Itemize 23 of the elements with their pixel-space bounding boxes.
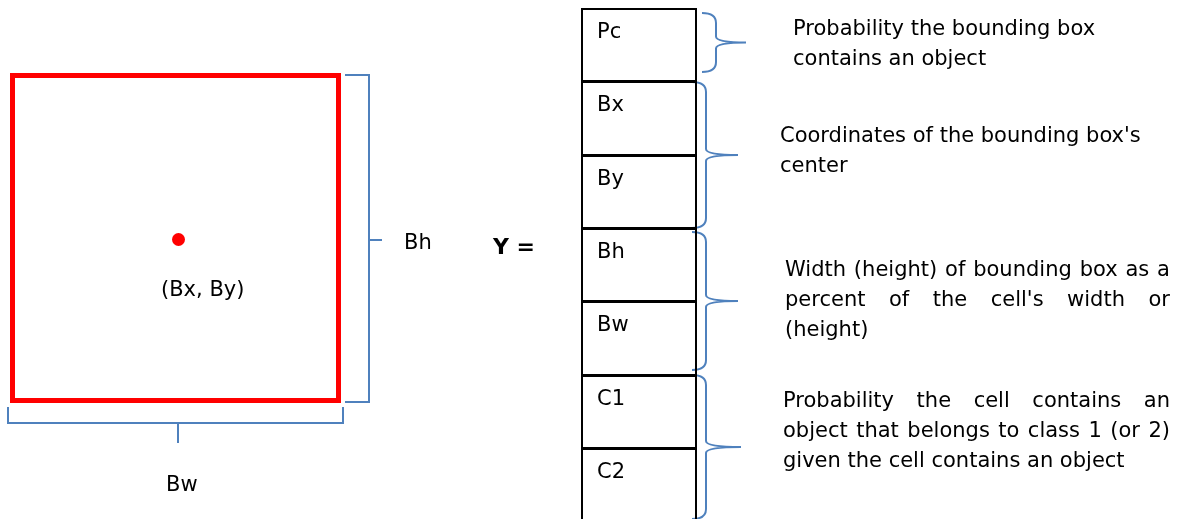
- description-text: Probability the bounding box contains an object: [793, 15, 1097, 72]
- bounding-box: [10, 73, 341, 403]
- vector-cell: [581, 448, 697, 519]
- description-text: Probability the cell contains an object that belongs to class 1 (or 2) given the cell contains an object: [783, 387, 1170, 474]
- cell-label: Bw: [597, 311, 629, 338]
- vector-cell: [581, 8, 697, 82]
- vector-label: Y =: [493, 233, 537, 261]
- cell-label: Bh: [597, 238, 625, 265]
- cell-label: C1: [597, 385, 626, 412]
- cell-label: C2: [597, 458, 626, 485]
- vector-cell: [581, 375, 697, 449]
- description-text: Coordinates of the bounding box's center: [780, 122, 1142, 179]
- vector-cell: [581, 228, 697, 302]
- vector-cell: [581, 81, 697, 156]
- dimension-label: Bh: [404, 229, 433, 256]
- cell-label: Pc: [597, 18, 622, 45]
- cell-label: By: [597, 165, 624, 192]
- dimension-label: Bw: [166, 471, 199, 498]
- coordinate-label: (Bx, By): [161, 276, 245, 303]
- description-text: Width (height) of bounding box as a percent of the cell's width or (height): [785, 256, 1170, 343]
- vector-cell: [581, 155, 697, 229]
- vector-cell: [581, 301, 697, 376]
- cell-label: Bx: [597, 91, 624, 118]
